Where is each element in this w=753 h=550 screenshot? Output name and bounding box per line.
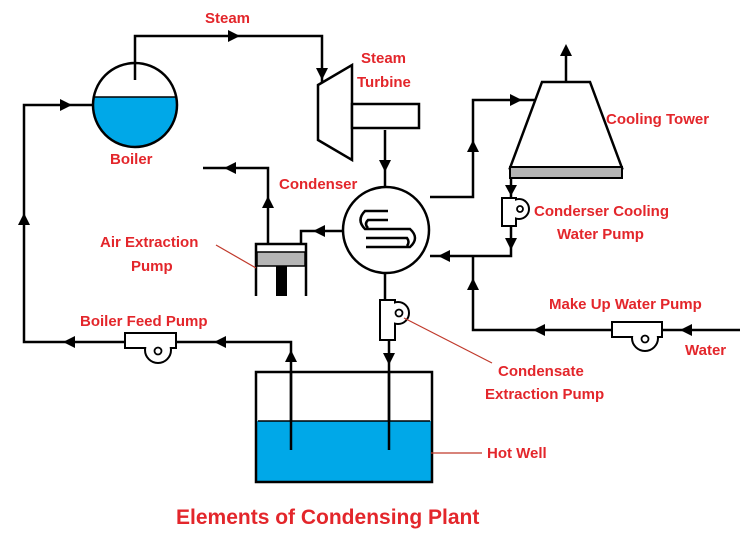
pump-out-arrow-down [505, 238, 517, 250]
cooling-pump-label-line2: Water Pump [557, 226, 644, 243]
air-pump-label-line2: Pump [131, 258, 173, 275]
feed-water-pipe [22, 103, 125, 344]
condenser [341, 185, 431, 275]
condensate-pump-leader [403, 317, 493, 364]
condensate-pump-label-line1: Condensate [498, 363, 584, 380]
steam-arrow-down [316, 68, 328, 80]
makeup-water-pump [611, 321, 663, 352]
steam-arrow-right [228, 30, 240, 42]
steam-turbine-label-line1: Steam [361, 50, 406, 67]
hot-well-label: Hot Well [487, 445, 547, 462]
water-in-arrow-left [680, 324, 692, 336]
air-extraction-pipe [299, 229, 342, 244]
cooling-tower-label: Cooling Tower [606, 111, 709, 128]
air-pump-leader [215, 244, 257, 269]
air-extraction-pump [254, 242, 308, 300]
boiler-feed-pump [124, 332, 177, 364]
air-exhaust-arrow-left [224, 162, 236, 174]
air-exhaust-pipe [203, 166, 270, 244]
makeup-pump-to-cooling-pipe [471, 256, 612, 332]
feed-pump-label: Boiler Feed Pump [80, 313, 208, 330]
hot-well [254, 370, 434, 484]
tower-out-arrow-down [505, 185, 517, 196]
diagram-title: Elements of Condensing Plant [176, 506, 479, 529]
condenser-cooling-water-pump [501, 197, 530, 227]
air-arrow-left [313, 225, 325, 237]
steam-pipe [133, 34, 324, 85]
boiler-label: Boiler [110, 151, 153, 168]
condensate-pump-label-line2: Extraction Pump [485, 386, 604, 403]
suction-arrow-left [214, 336, 226, 348]
steam-label: Steam [205, 10, 250, 27]
air-exhaust-arrow-up [262, 196, 274, 208]
feed-arrow-left [63, 336, 75, 348]
feed-arrow-right [60, 99, 72, 111]
cooling-in-arrow-left [438, 250, 450, 262]
suction-arrow-up [285, 350, 297, 362]
cooling-out-arrow-up [467, 140, 479, 152]
makeup-arrow-left [533, 324, 545, 336]
condensate-extraction-pump [379, 299, 410, 341]
makeup-pump-label: Make Up Water Pump [549, 296, 702, 313]
makeup-arrow-up [467, 278, 479, 290]
cooling-pump-label-line1: Conderser Cooling [534, 203, 669, 220]
steam-turbine-label-line2: Turbine [357, 74, 411, 91]
exhaust-arrow-down [379, 160, 391, 172]
water-label: Water [685, 342, 726, 359]
cooling-pump-outlet-pipe [430, 226, 513, 258]
feed-arrow-up [18, 213, 30, 225]
cooling-tower [508, 80, 624, 179]
condensate-arrow-down [383, 353, 395, 365]
steam-turbine [316, 62, 421, 163]
cooling-out-arrow-right [510, 94, 522, 106]
air-pump-label-line1: Air Extraction [100, 234, 198, 251]
vent-arrow-up [560, 44, 572, 56]
condenser-label: Condenser [279, 176, 358, 193]
